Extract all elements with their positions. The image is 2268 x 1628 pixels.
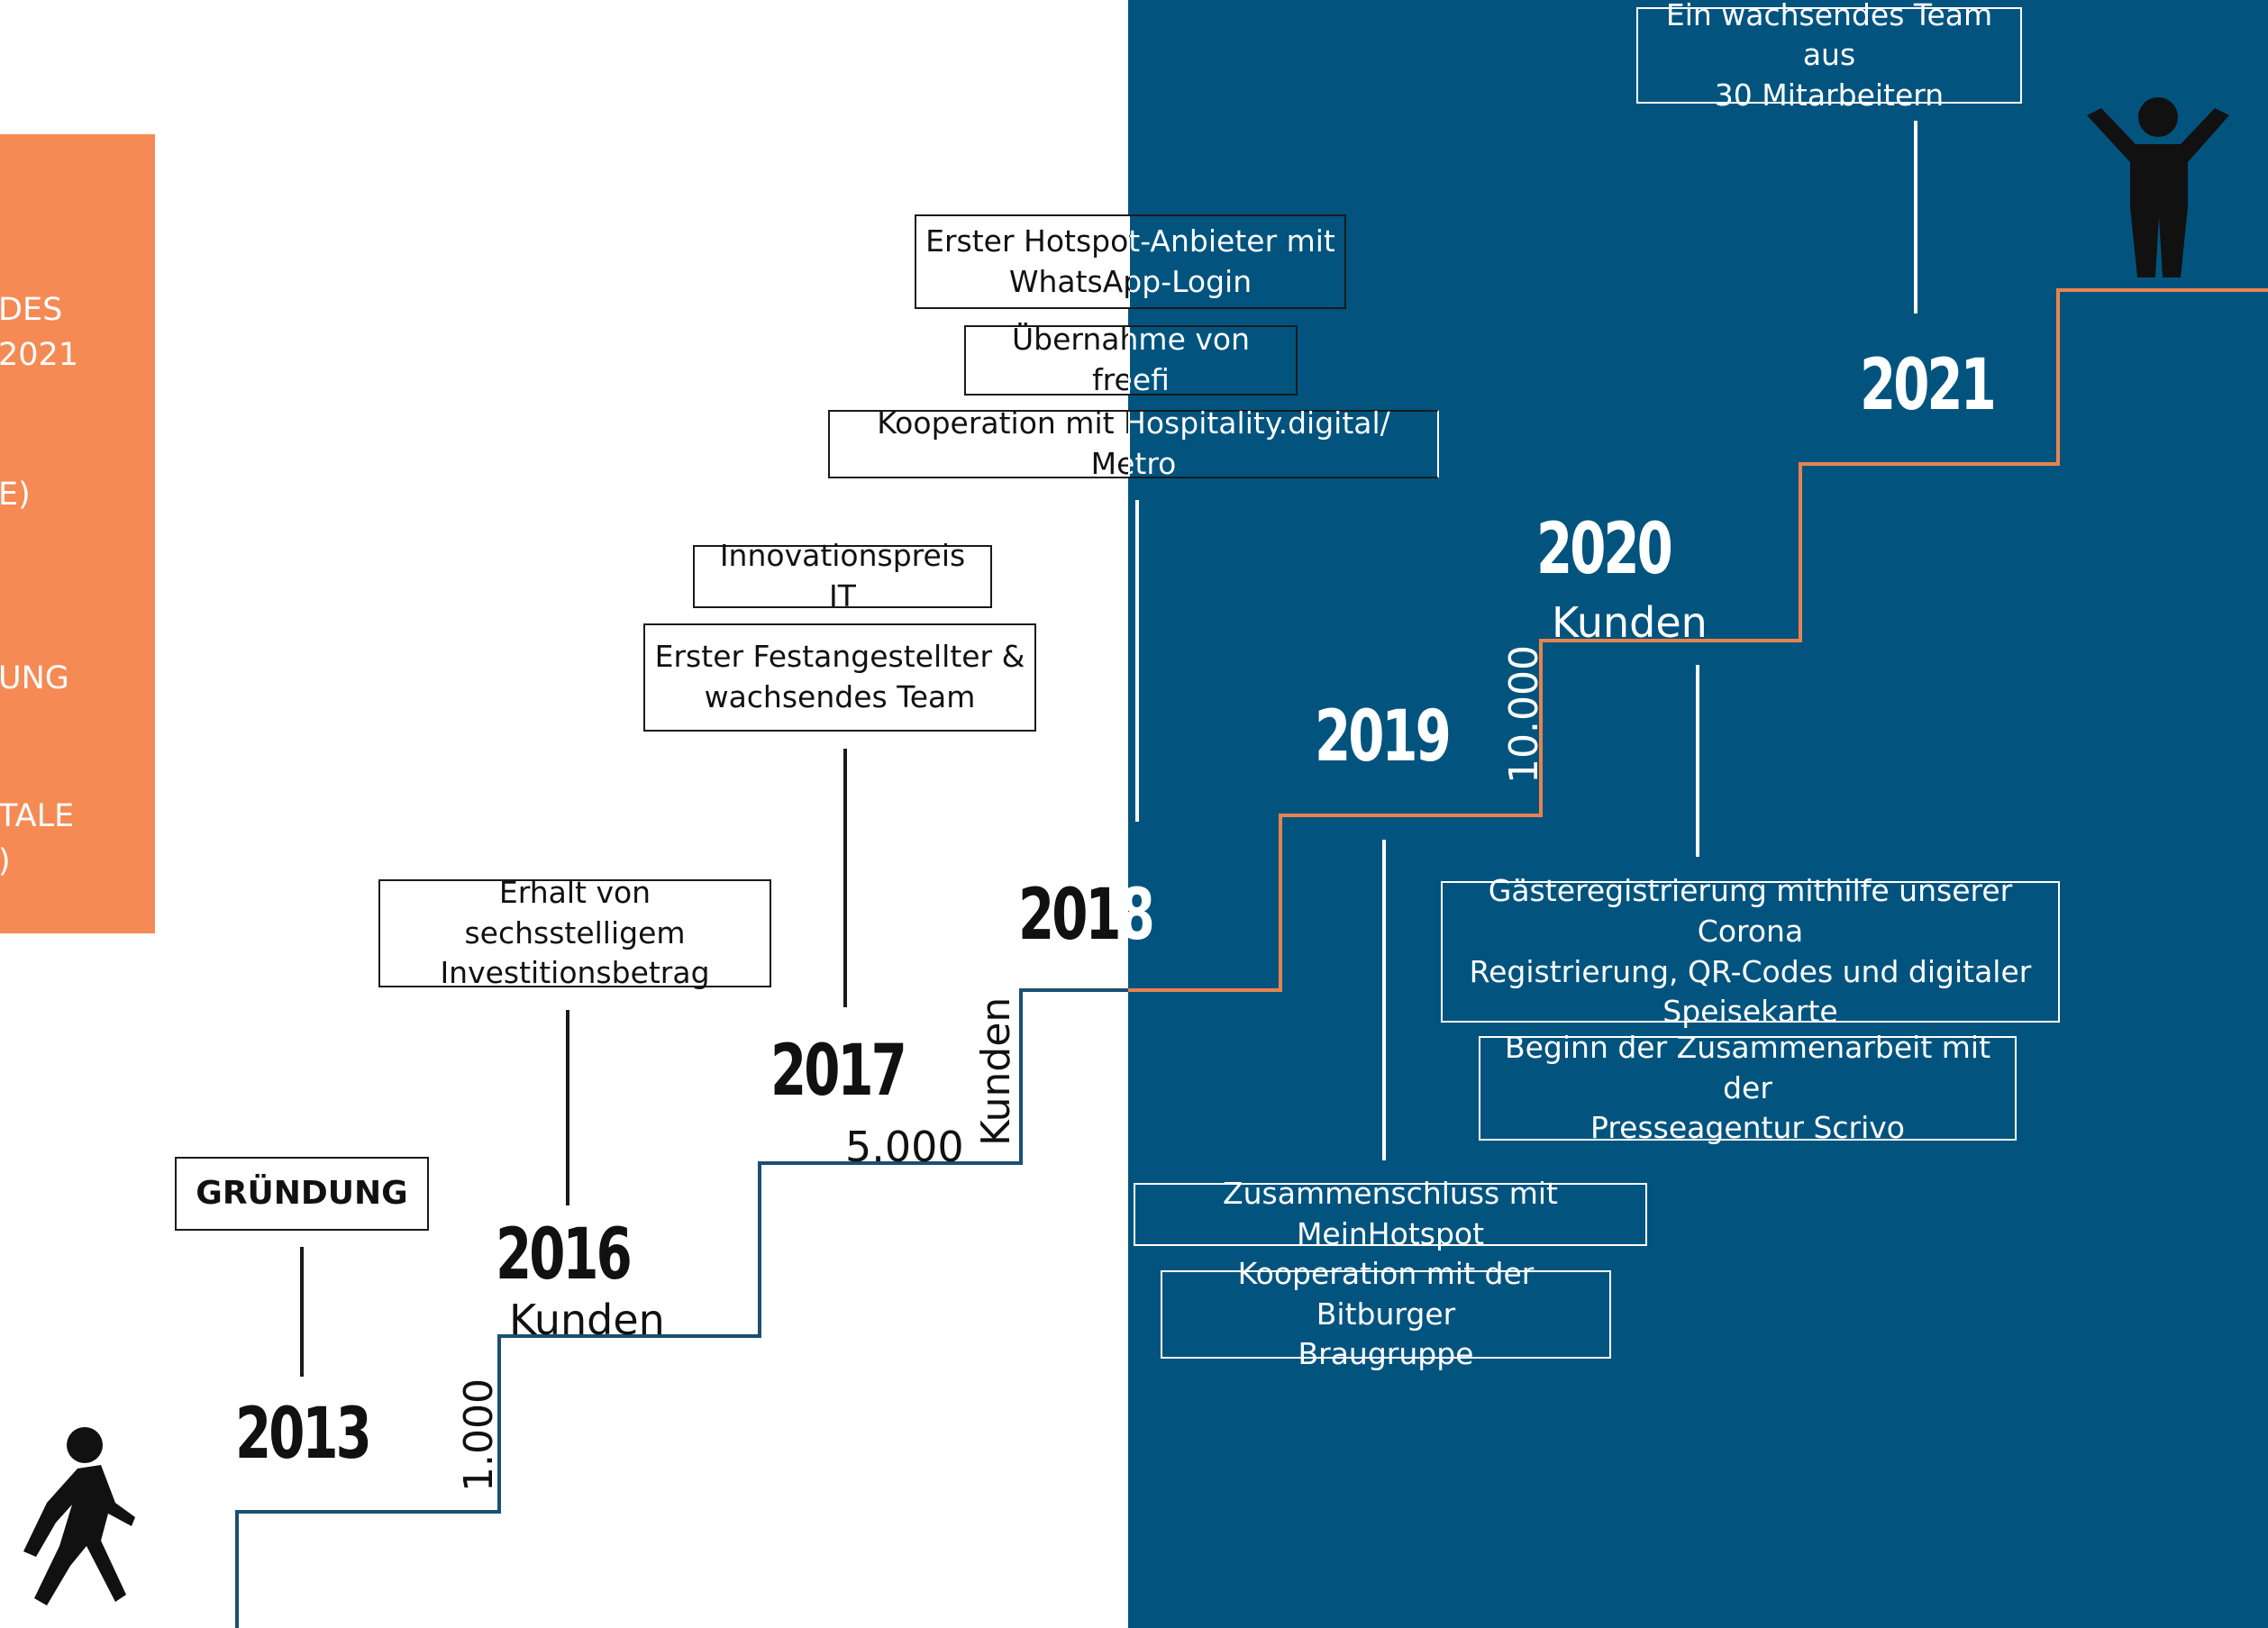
milestone-whatsapp-login-text: Erster Hotspot-Anbieter mit WhatsApp-Log… <box>925 222 1335 302</box>
panel-text-line: DES <box>0 292 63 328</box>
customer-count-1000: 1.000 <box>456 1378 502 1492</box>
customer-label-10000: Kunden <box>1552 598 1708 647</box>
milestone-freefi: Übernahme von freefi <box>964 322 1298 397</box>
year-label-2021: 2021 <box>1860 345 1997 426</box>
year-label-2017: 2017 <box>770 1031 907 1112</box>
panel-text-line: UNG <box>0 660 69 696</box>
milestone-hospitality: Kooperation mit Hospitality.digital/ Met… <box>828 405 1439 481</box>
milestone-corona: Gästeregistrierung mithilfe unserer Coro… <box>1441 873 2060 1029</box>
milestone-innovationspreis: Innovationspreis IT <box>693 538 992 614</box>
panel-text-line: TALE <box>0 798 75 834</box>
walking-person-icon <box>23 1427 135 1605</box>
milestone-gruendung: GRÜNDUNG <box>175 1157 429 1231</box>
cheering-person-icon <box>2087 97 2229 277</box>
milestone-team-30: Ein wachsendes Team aus 30 Mitarbeitern <box>1636 0 2022 113</box>
year-label-2013: 2013 <box>235 1394 372 1475</box>
customer-label-5000: Kunden <box>973 996 1019 1146</box>
panel-text-line: ) <box>0 843 11 879</box>
year-label-2018-dark-part: 201 <box>1018 875 1122 956</box>
year-label-2019: 2019 <box>1315 696 1452 778</box>
customer-count-5000: 5.000 <box>845 1123 964 1171</box>
customer-count-10000: 10.000 <box>1501 645 1547 784</box>
milestone-bitburger: Kooperation mit der Bitburger Braugruppe <box>1161 1256 1611 1371</box>
year-label-2020: 2020 <box>1536 509 1673 590</box>
stair-line-blue <box>235 988 1128 1628</box>
milestone-meinhotspot: Zusammenschluss mit MeinHotspot <box>1134 1176 1647 1251</box>
milestone-whatsapp-login: Erster Hotspot-Anbieter mit WhatsApp-Log… <box>915 214 1346 309</box>
milestone-hospitality-text: Kooperation mit Hospitality.digital/ Met… <box>837 404 1430 484</box>
milestone-scrivo: Beginn der Zusammenarbeit mit der Presse… <box>1479 1030 2017 1145</box>
year-label-2016: 2016 <box>496 1214 633 1296</box>
stair-line-orange <box>1128 288 2268 992</box>
milestone-festangestellter: Erster Festangestellter & wachsendes Tea… <box>643 623 1036 732</box>
panel-text-line: 2021 <box>0 337 79 373</box>
panel-text-line: E) <box>0 477 31 513</box>
orange-side-panel: DES 2021 E) UNG TALE ) <box>0 134 155 933</box>
year-label-2018-light-part: 8 <box>1118 875 1155 956</box>
milestone-freefi-text: Übernahme von freefi <box>973 320 1289 400</box>
year-label-2018: 2018 <box>1018 880 1155 950</box>
customer-label-1000: Kunden <box>509 1296 665 1344</box>
milestone-investition: Erhalt von sechsstelligem Investitionsbe… <box>378 875 771 990</box>
